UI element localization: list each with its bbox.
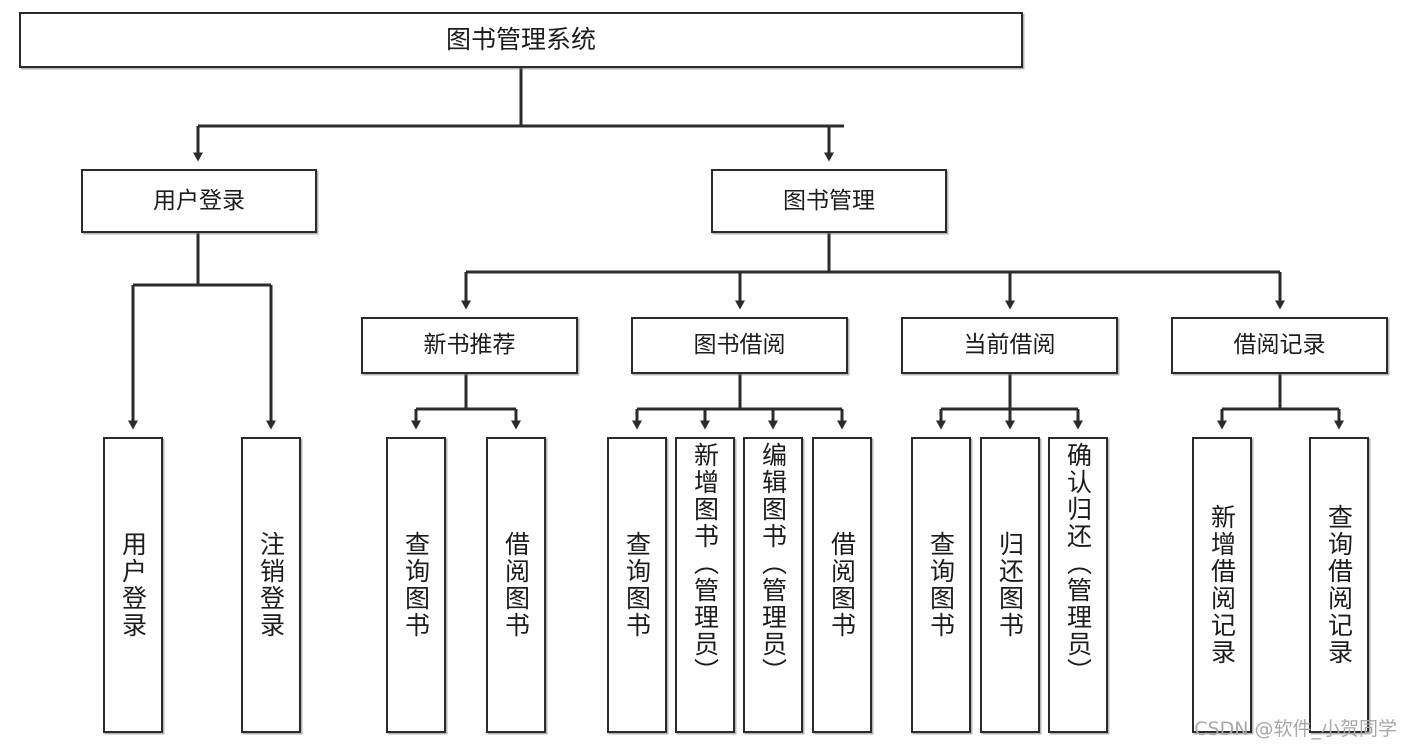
node-label: 编辑图书（管理员） bbox=[758, 442, 788, 685]
csdn-watermark: CSDN @软件_小贺同学 bbox=[1194, 718, 1397, 740]
node-borrow-record[interactable]: 借阅记录 bbox=[1171, 317, 1388, 374]
leaf-user-logout[interactable]: 注销登录 bbox=[241, 437, 301, 733]
node-label: 新书推荐 bbox=[423, 332, 516, 359]
node-label: 借阅图书 bbox=[827, 531, 857, 639]
leaf-edit-book[interactable]: 编辑图书（管理员） bbox=[743, 437, 803, 733]
leaf-confirm-return[interactable]: 确认归还（管理员） bbox=[1048, 437, 1108, 733]
node-current-borrow[interactable]: 当前借阅 bbox=[901, 317, 1118, 374]
node-label: 查询图书 bbox=[401, 531, 431, 639]
node-root-system[interactable]: 图书管理系统 bbox=[19, 12, 1023, 68]
node-label: 图书管理 bbox=[783, 187, 875, 214]
leaf-add-record[interactable]: 新增借阅记录 bbox=[1192, 437, 1252, 733]
node-label: 借阅记录 bbox=[1233, 332, 1326, 359]
node-label: 图书管理系统 bbox=[445, 24, 596, 54]
node-label: 用户登录 bbox=[118, 531, 148, 639]
node-label: 当前借阅 bbox=[963, 332, 1056, 359]
node-user-login[interactable]: 用户登录 bbox=[81, 169, 317, 233]
leaf-query-book-2[interactable]: 查询图书 bbox=[607, 437, 667, 733]
node-book-borrow[interactable]: 图书借阅 bbox=[631, 317, 848, 374]
leaf-query-record[interactable]: 查询借阅记录 bbox=[1309, 437, 1369, 733]
node-label: 新增图书（管理员） bbox=[690, 442, 720, 685]
node-label: 查询借阅记录 bbox=[1324, 504, 1354, 666]
node-label: 归还图书 bbox=[995, 531, 1025, 639]
leaf-query-book-1[interactable]: 查询图书 bbox=[386, 437, 446, 733]
node-label: 新增借阅记录 bbox=[1207, 504, 1237, 666]
leaf-user-login[interactable]: 用户登录 bbox=[103, 437, 163, 733]
leaf-borrow-book-2[interactable]: 借阅图书 bbox=[812, 437, 872, 733]
leaf-query-book-3[interactable]: 查询图书 bbox=[911, 437, 971, 733]
leaf-add-book[interactable]: 新增图书（管理员） bbox=[675, 437, 735, 733]
node-label: 确认归还（管理员） bbox=[1063, 442, 1093, 685]
node-new-book-recommend[interactable]: 新书推荐 bbox=[361, 317, 578, 374]
node-label: 用户登录 bbox=[153, 187, 245, 214]
leaf-return-book[interactable]: 归还图书 bbox=[980, 437, 1040, 733]
node-label: 查询图书 bbox=[926, 531, 956, 639]
node-label: 图书借阅 bbox=[693, 332, 786, 359]
leaf-borrow-book-1[interactable]: 借阅图书 bbox=[486, 437, 546, 733]
node-label: 借阅图书 bbox=[501, 531, 531, 639]
node-book-management[interactable]: 图书管理 bbox=[711, 169, 947, 233]
node-label: 注销登录 bbox=[256, 531, 286, 639]
node-label: 查询图书 bbox=[622, 531, 652, 639]
